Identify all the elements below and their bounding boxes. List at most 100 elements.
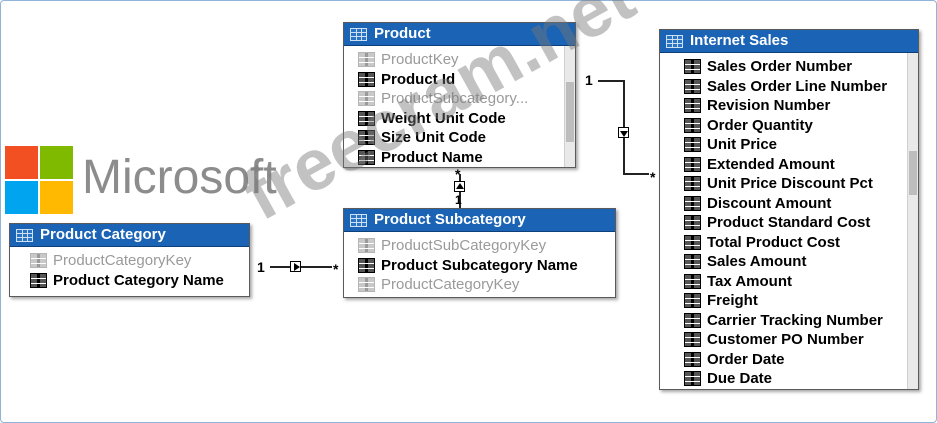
column-icon [684,273,701,289]
column-name: Freight [707,292,758,310]
relationship-line [623,173,649,175]
cardinality-one: 1 [585,72,593,88]
column-row[interactable]: Product Subcategory Name [358,256,615,276]
relationship-line [598,80,624,82]
scrollbar[interactable] [907,53,918,389]
column-row[interactable]: Total Product Cost [684,233,918,253]
column-row[interactable]: Order Date [684,350,918,370]
column-row[interactable]: Sales Amount [684,252,918,272]
cardinality-one: 1 [455,193,462,207]
column-row[interactable]: Carrier Tracking Number [684,311,918,331]
column-row[interactable]: Weight Unit Code [358,109,575,129]
column-name: Sales Amount [707,253,807,271]
column-row[interactable]: Unit Price Discount Pct [684,174,918,194]
filter-direction-icon [618,127,629,138]
column-icon [684,293,701,309]
table-header[interactable]: Product [344,23,575,46]
column-icon [30,253,47,269]
cardinality-one: 1 [257,259,265,275]
column-row[interactable]: Extended Amount [684,155,918,175]
column-row[interactable]: Unit Price [684,135,918,155]
column-row[interactable]: Due Date [684,369,918,389]
column-icon [684,254,701,270]
column-name: Unit Price [707,136,778,154]
column-row[interactable]: Size Unit Code [358,128,575,148]
column-name: Weight Unit Code [381,109,506,127]
scrollbar-thumb[interactable] [909,151,917,195]
column-name: Due Date [707,370,773,388]
column-icon [358,130,375,146]
column-row[interactable]: ProductSubcategory... [358,89,575,109]
column-icon [684,351,701,367]
column-row[interactable]: Sales Order Number [684,57,918,77]
column-row[interactable]: Product Name [358,148,575,168]
column-icon [684,176,701,192]
column-row[interactable]: Customer PO Number [684,330,918,350]
column-name: ProductCategoryKey [53,252,192,270]
column-row[interactable]: ProductKey [358,50,575,70]
column-name: Customer PO Number [707,331,864,349]
column-icon [358,238,375,254]
table-icon [350,27,367,41]
column-row[interactable]: Discount Amount [684,194,918,214]
column-icon [684,59,701,75]
column-row[interactable]: Order Quantity [684,116,918,136]
column-name: ProductCategoryKey [381,276,520,294]
relationship-line [270,266,332,268]
column-icon [684,371,701,387]
column-icon [358,71,375,87]
column-name: ProductSubcategory... [381,90,529,108]
column-icon [358,110,375,126]
column-row[interactable]: Product Category Name [30,271,249,291]
logo-text: Microsoft [82,151,277,204]
column-icon [358,257,375,273]
column-row[interactable]: Tax Amount [684,272,918,292]
logo-tile-yellow [40,181,73,214]
column-name: Extended Amount [707,155,835,173]
column-name: Product Subcategory Name [381,256,578,274]
scrollbar-thumb[interactable] [566,82,574,142]
column-name: Tax Amount [707,272,792,290]
table-title: Product Subcategory [374,211,526,228]
scrollbar[interactable] [564,46,575,167]
column-name: Product Standard Cost [707,214,871,232]
column-icon [684,195,701,211]
column-name: Product Category Name [53,271,224,289]
column-icon [30,272,47,288]
table-title: Product Category [40,226,166,243]
column-icon [684,156,701,172]
column-icon [684,234,701,250]
column-icon [358,52,375,68]
column-icon [684,117,701,133]
column-row[interactable]: ProductCategoryKey [358,275,615,295]
column-icon [684,332,701,348]
column-name: Size Unit Code [381,129,487,147]
column-row[interactable]: Revision Number [684,96,918,116]
logo-tile-green [40,146,73,179]
logo-tile-red [5,146,38,179]
table-header[interactable]: Product Subcategory [344,209,615,232]
column-row[interactable]: Product Id [358,70,575,90]
column-row[interactable]: Product Standard Cost [684,213,918,233]
table-header[interactable]: Product Category [10,224,249,247]
column-row[interactable]: Sales Order Line Number [684,77,918,97]
filter-direction-icon [454,181,465,192]
column-row[interactable]: ProductCategoryKey [30,251,249,271]
cardinality-many: * [455,166,461,182]
column-name: Sales Order Number [707,58,853,76]
column-row[interactable]: Freight [684,291,918,311]
filter-direction-icon [290,261,301,272]
column-name: Order Date [707,350,785,368]
table-product-subcategory[interactable]: Product Subcategory ProductSubCategoryKe… [343,208,616,298]
column-icon [684,78,701,94]
column-icon [358,149,375,165]
table-header[interactable]: Internet Sales [660,30,918,53]
column-row[interactable]: ProductSubCategoryKey [358,236,615,256]
